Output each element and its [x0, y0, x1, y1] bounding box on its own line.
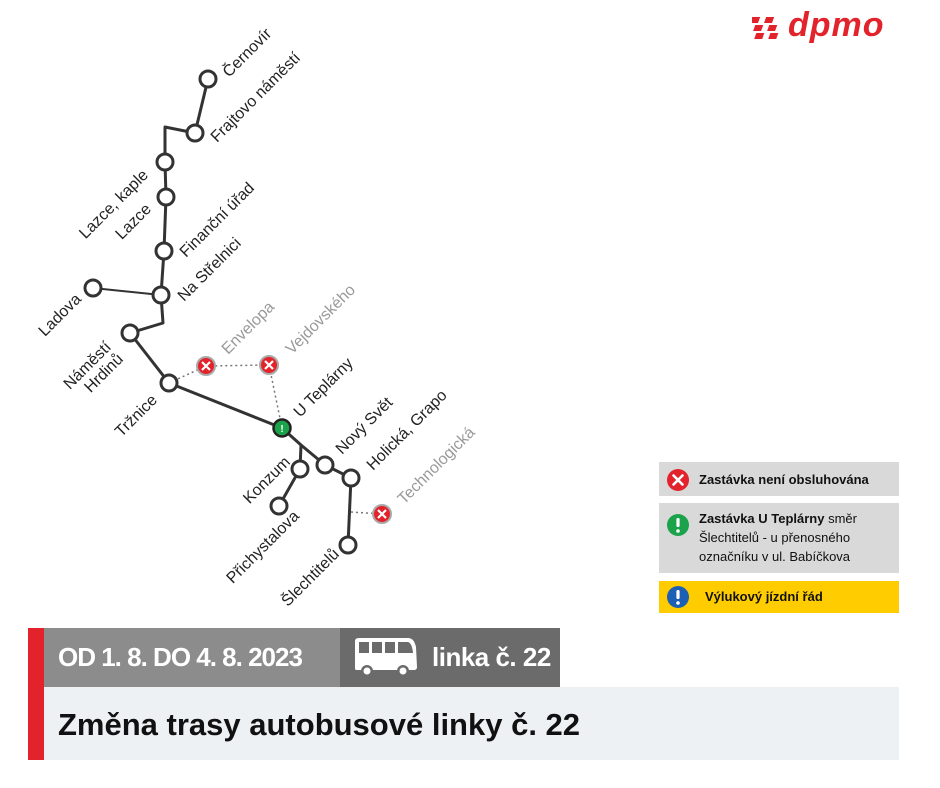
stop-label-envelopa: Envelopa — [219, 299, 278, 358]
dpmo-logo-mark-icon — [752, 17, 779, 39]
line-number-bar: linka č. 22 — [340, 628, 560, 687]
legend-special-text: Výlukový jízdní řád — [705, 589, 823, 604]
stop-marker-namesti-hrdinu[interactable] — [120, 323, 140, 343]
stop-marker-novy-svet[interactable] — [315, 455, 335, 475]
stop-marker-konzum[interactable] — [290, 459, 310, 479]
exclamation-green-icon — [667, 514, 689, 536]
bus-icon — [355, 638, 417, 677]
stop-marker-financni[interactable] — [154, 241, 174, 261]
legend-temporary-line2: Šlechtitelů - u přenosného — [699, 530, 851, 545]
stop-label-sechtitelu: Šlechtitelů — [277, 544, 343, 610]
stop-label-konzum: Konzum — [240, 454, 294, 508]
stop-marker-envelopa-closed[interactable] — [196, 356, 216, 376]
svg-text:!: ! — [280, 424, 283, 435]
stop-marker-lazce[interactable] — [156, 187, 176, 207]
stop-label-u-teplarny: U Teplárny — [291, 355, 357, 421]
legend-temporary-line3: označníku v ul. Babíčkova — [699, 549, 851, 564]
date-range-bar: OD 1. 8. DO 4. 8. 2023 — [44, 628, 340, 687]
stop-marker-vejdovskeho-closed[interactable] — [259, 355, 279, 375]
banner-accent-stripe — [28, 628, 44, 760]
main-route-line — [128, 78, 353, 546]
ladova-branch-line — [92, 287, 162, 296]
stop-label-ladova: Ladova — [36, 291, 85, 340]
legend-temporary-rest1: směr — [824, 511, 857, 526]
x-circle-icon — [667, 469, 689, 491]
exclamation-blue-icon — [667, 586, 689, 608]
line-number-text: linka č. 22 — [432, 642, 551, 672]
stop-marker-sechtitelu[interactable] — [338, 535, 358, 555]
stop-marker-cernovir[interactable] — [198, 69, 218, 89]
notice-title: Změna trasy autobusové linky č. 22 — [58, 707, 581, 742]
stop-marker-technologicka-closed[interactable] — [372, 504, 392, 524]
stop-label-trznice: Tržnice — [112, 392, 161, 441]
legend-temporary-stop: Zastávka U Teplárny směr Šlechtitelů - u… — [659, 503, 899, 573]
stop-marker-u-teplarny[interactable]: ! — [272, 418, 292, 438]
notice-title-bar: Změna trasy autobusové linky č. 22 — [44, 687, 899, 760]
legend-temporary-line1: Zastávka U Teplárny směr — [699, 509, 891, 528]
stop-marker-lazce-kaple[interactable] — [155, 152, 175, 172]
date-range-text: OD 1. 8. DO 4. 8. 2023 — [58, 642, 303, 672]
stop-marker-prichystalova[interactable] — [269, 496, 289, 516]
stop-label-vejdovskeho: Vejdovského — [283, 282, 359, 358]
stop-label-frajtovo: Frajtovo náměstí — [208, 49, 305, 146]
stop-marker-na-strelnici[interactable] — [151, 285, 171, 305]
stop-markers: ! — [83, 69, 392, 555]
stop-marker-holicka[interactable] — [341, 468, 361, 488]
stop-label-prichystalova: Přichystalova — [224, 508, 303, 587]
legend-closed-stop: Zastávka není obsluhována — [659, 462, 899, 496]
route-map: ! Černovír Frajtovo náměstí Lazce, kaple… — [36, 24, 479, 610]
stop-label-financni: Finanční úřad — [177, 180, 258, 261]
legend-special-timetable: Výlukový jízdní řád — [659, 581, 899, 613]
dpmo-logo-text: dpmo — [788, 6, 885, 44]
closed-detour-line — [168, 364, 283, 429]
legend-closed-text: Zastávka není obsluhována — [699, 472, 869, 487]
stop-marker-trznice[interactable] — [159, 373, 179, 393]
stop-marker-frajtovo[interactable] — [185, 123, 205, 143]
stop-marker-ladova[interactable] — [83, 278, 103, 298]
dpmo-logo: dpmo — [752, 6, 902, 44]
stop-labels: Černovír Frajtovo náměstí Lazce, kaple L… — [36, 24, 479, 610]
notice-banner: OD 1. 8. DO 4. 8. 2023 linka č. 22 Změna… — [28, 628, 899, 760]
legend-temporary-bold: Zastávka U Teplárny — [699, 511, 825, 526]
stop-label-cernovir: Černovír — [218, 24, 275, 81]
